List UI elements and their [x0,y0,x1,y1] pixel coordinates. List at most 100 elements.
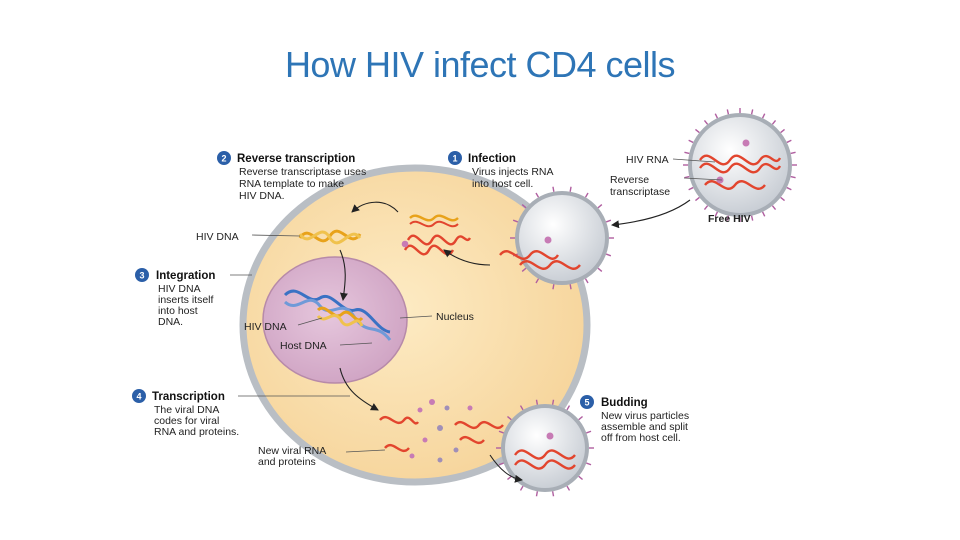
step-2-line-1: Reverse transcriptase uses [239,166,366,178]
step-4-number: 4 [136,392,141,402]
envelope-spike [771,205,777,211]
envelope-spike [786,139,792,144]
envelope-spike [761,211,766,217]
envelope-spike [786,186,792,191]
label-reverse-transcriptase-line-1: Reverse [610,174,649,186]
step-5-line-3: off from host cell. [601,432,681,444]
label-reverse-transcriptase-line-2: transcriptase [610,186,670,198]
host-cell [239,164,591,486]
envelope-spike [551,491,555,497]
step-1-line-1: Virus injects RNA [472,166,554,178]
step-4-badge [132,389,146,403]
envelope-spike [750,109,754,115]
envelope-spike [726,215,730,221]
step-5-badge [580,395,594,409]
step-3-line-4: DNA. [158,316,183,328]
step-3-name: Integration [156,270,215,282]
viral-rna-strands [401,214,472,256]
envelope-spike [684,175,690,179]
envelope-spike [535,192,540,198]
step-integration: 3 Integration HIV DNA inserts itself int… [135,268,215,328]
step-3-number: 3 [139,271,144,281]
envelope-spike [688,139,694,144]
envelope-spike [694,196,700,202]
arrow-dna-to-nucleus [339,249,348,301]
free-hiv-virion [683,108,797,222]
label-host-dna: Host DNA [280,340,327,352]
nuclear-dna [283,289,392,341]
envelope-spike [507,415,512,421]
envelope-spike [714,113,719,119]
envelope-spike [552,186,555,192]
step-1-name: Infection [468,153,516,165]
step-1-badge [448,151,462,165]
envelope-spike [694,128,700,134]
step-4-line-2: codes for viral [154,415,219,427]
envelope-spike [566,405,571,411]
step-5-name: Budding [601,397,648,409]
step-2-name: Reverse transcription [237,153,355,165]
arrow-infection-to-rna [443,249,491,266]
label-hiv-dna-cytoplasm: HIV DNA [196,231,239,243]
new-viral-rna-and-proteins [379,399,504,463]
step-4-line-3: RNA and proteins. [154,426,239,438]
envelope-spike [498,430,504,434]
step-4-name: Transcription [152,391,225,403]
slide-title: How HIV infect CD4 cells [284,44,676,85]
envelope-spike [688,186,694,191]
nucleus [262,256,408,384]
envelope-spike [750,215,754,221]
step-transcription: 4 Transcription The viral DNA codes for … [132,389,239,438]
envelope-spike [790,151,796,155]
envelope-spike [569,284,572,290]
step-2-line-3: HIV DNA. [239,190,285,202]
envelope-spike [584,192,589,198]
envelope-spike [726,109,730,115]
step-3-line-1: HIV DNA [158,283,201,295]
arrow-free-hiv-to-cell [611,199,691,229]
envelope-spike [597,204,603,209]
envelope-spike [605,253,612,257]
step-1-line-2: into host cell. [472,178,533,190]
arrow-nucleus-to-transcription [339,367,379,411]
envelope-spike [498,462,504,466]
envelope-spike [521,204,527,209]
envelope-spike [566,485,571,491]
envelope-spike [703,119,709,125]
envelope-spike [597,267,603,272]
label-hiv-dna-nucleus: HIV DNA [244,321,287,333]
step-budding: 5 Budding New virus particles assemble a… [580,395,689,444]
envelope-spike [519,485,524,491]
step-infection: 1 Infection Virus injects RNA into host … [448,151,554,190]
step-1-number: 1 [452,154,457,164]
leader-lines [230,158,723,453]
envelope-spike [586,430,592,434]
envelope-spike [761,113,766,119]
envelope-spike [507,475,512,481]
envelope-spike [569,186,572,192]
step-reverse-transcription: 2 Reverse transcription Reverse transcri… [217,151,366,202]
envelope-spike [535,491,539,497]
envelope-spike [790,175,796,179]
envelope-spike [551,399,555,405]
process-arrows [339,199,691,483]
label-new-viral-rna-line-1: New viral RNA [258,445,326,457]
step-4-line-1: The viral DNA [154,404,219,416]
envelope-spike [586,462,592,466]
step-5-number: 5 [584,398,589,408]
envelope-spike [605,219,612,223]
envelope-spike [578,415,583,421]
envelope-spike [780,196,786,202]
step-5-line-1: New virus particles [601,410,689,422]
step-3-line-3: into host [158,305,198,317]
envelope-spike [535,278,540,284]
label-nucleus: Nucleus [436,311,474,323]
label-hiv-rna: HIV RNA [626,154,669,166]
arrow-rna-to-dna [351,201,399,213]
envelope-spike [512,219,519,223]
label-new-viral-rna-line-2: and proteins [258,456,316,468]
envelope-spike [552,284,555,290]
envelope-spike [714,211,719,217]
budding-virion [496,399,594,497]
